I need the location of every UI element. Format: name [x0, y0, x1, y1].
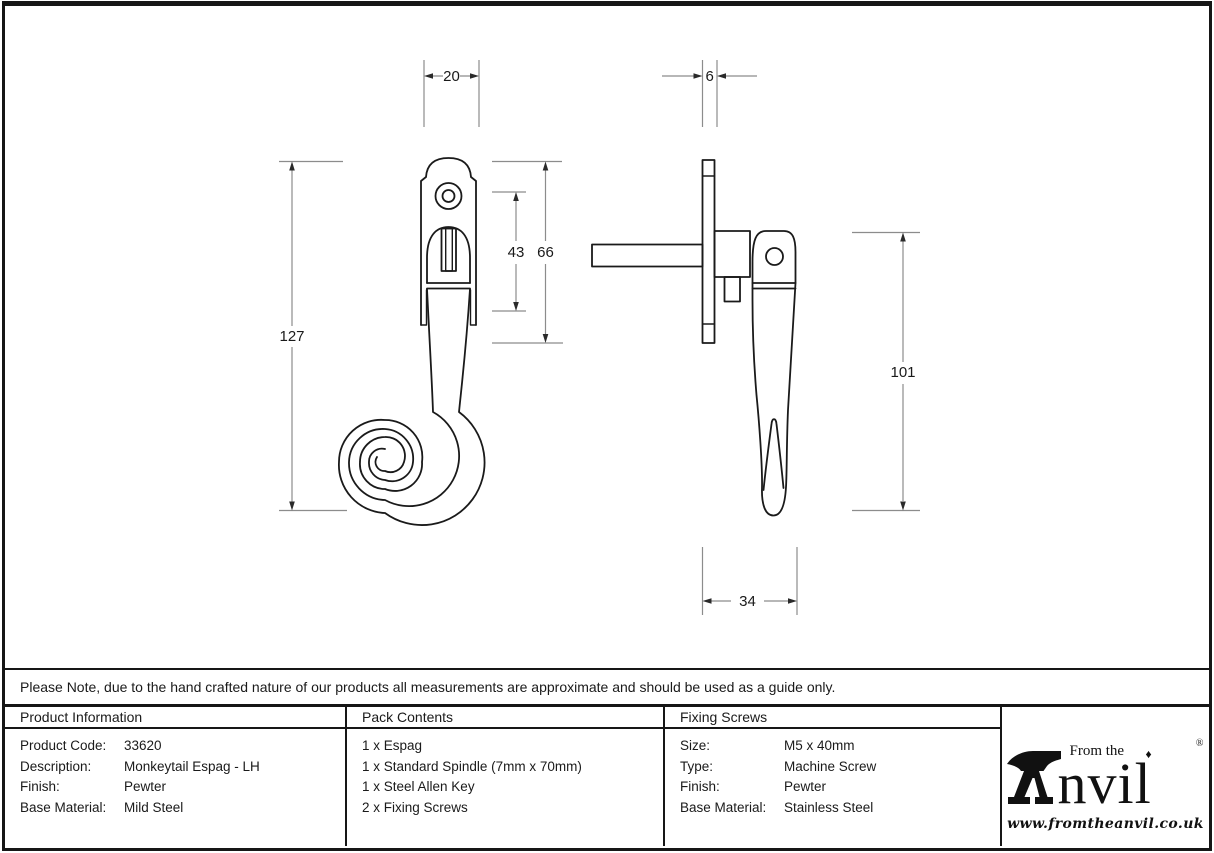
table-row: Finish: Pewter: [680, 777, 1000, 798]
table-row: Finish: Pewter: [20, 777, 345, 798]
row-value: Machine Screw: [784, 758, 877, 774]
dim-value-handle-height: 101: [890, 364, 915, 381]
row-label: Base Material:: [20, 799, 107, 815]
front-spindle-slot-outer: [440, 227, 457, 272]
row-label: Type:: [680, 758, 714, 774]
row-value: Pewter: [784, 779, 827, 794]
row-value: Stainless Steel: [784, 799, 874, 815]
monkeytail-outer-curl: [338, 288, 486, 527]
front-grip-band: [426, 282, 471, 290]
brand-tagline: From the: [1069, 743, 1125, 759]
dim-value-projection: 34: [739, 593, 756, 610]
dim-projection: 34: [701, 547, 798, 615]
dim-handle-height: 101: [852, 231, 920, 512]
brand-cell: nvil From the ♦ ® www.fromtheanvil.co.uk: [1000, 707, 1209, 846]
row-value: M5 x 40mm: [784, 738, 855, 753]
dim-value-overall-height: 127: [279, 328, 304, 345]
list-item: 1 x Standard Spindle (7mm x 70mm): [362, 758, 582, 774]
brand-wordmark: nvil: [1057, 751, 1152, 816]
monkeytail-inner-curl: [348, 288, 461, 507]
technical-drawing: 20 127 43 66: [279, 60, 920, 615]
table-row: Type: Machine Screw: [680, 757, 1000, 778]
side-plate-segments: [701, 175, 716, 325]
pack-contents-column: Pack Contents 1 x Espag 1 x Standard Spi…: [345, 707, 663, 846]
product-information-column: Product Information Product Code: 33620 …: [5, 707, 345, 846]
pack-contents-header: Pack Contents: [347, 707, 663, 729]
side-mech-block: [713, 230, 751, 278]
front-plate-bottom-caps: [420, 289, 477, 326]
dim-plate-height: 66: [492, 160, 563, 344]
info-table: Product Information Product Code: 33620 …: [5, 707, 1209, 846]
list-item: 1 x Steel Allen Key: [362, 779, 475, 794]
note-bar: Please Note, due to the hand crafted nat…: [5, 668, 1209, 707]
row-label: Base Material:: [680, 799, 767, 815]
diamond-icon: ♦: [1145, 747, 1152, 761]
dim-value-plate-thickness: 6: [706, 68, 714, 85]
row-label: Product Code:: [20, 738, 107, 753]
dim-plate-thickness: 6: [662, 60, 757, 127]
dim-value-screw-to-bottom: 43: [508, 244, 525, 261]
front-plate-outline: [420, 157, 477, 326]
side-handle-outline: [751, 230, 797, 517]
side-screw-hole: [765, 247, 784, 266]
row-value: Pewter: [124, 779, 167, 794]
row-value: Mild Steel: [124, 799, 184, 815]
fixing-screws-column: Fixing Screws Size: M5 x 40mm Type: Mach…: [663, 707, 1000, 846]
side-view: [591, 159, 797, 517]
row-label: Finish:: [20, 779, 60, 794]
row-value: 33620: [124, 738, 162, 753]
dim-overall-height: 127: [279, 160, 347, 512]
table-row: Product Code: 33620: [20, 736, 345, 757]
dim-screw-to-bottom: 43: [492, 191, 526, 312]
dim-value-plate-height: 66: [537, 244, 554, 261]
row-label: Finish:: [680, 779, 720, 794]
product-information-header: Product Information: [5, 707, 345, 729]
row-label: Size:: [680, 738, 711, 753]
dim-plate-width: 20: [423, 60, 480, 127]
side-spindle: [591, 243, 704, 268]
side-plate: [701, 159, 716, 344]
front-view: [338, 157, 486, 527]
from-the-anvil-logo: nvil From the ♦ ® www.fromtheanvil.co.uk: [1006, 738, 1206, 832]
row-label: Description:: [20, 758, 92, 774]
row-value: Monkeytail Espag - LH: [124, 758, 260, 774]
brand-url: www.fromtheanvil.co.uk: [1007, 816, 1204, 832]
front-spindle-slot-inner: [445, 227, 454, 272]
dim-value-plate-width: 20: [443, 68, 460, 85]
side-grip-band: [751, 282, 797, 290]
side-tail-tip: [762, 418, 785, 491]
front-screw-hole-outer: [434, 182, 463, 210]
front-grip-top: [426, 226, 471, 284]
fixing-screws-header: Fixing Screws: [665, 707, 1000, 729]
table-row: Base Material: Mild Steel: [20, 798, 345, 819]
front-screw-hole-inner: [441, 189, 456, 203]
table-row: Description: Monkeytail Espag - LH: [20, 757, 345, 778]
note-text: Please Note, due to the hand crafted nat…: [20, 679, 836, 695]
registered-trademark: ®: [1195, 738, 1204, 749]
table-row: Size: M5 x 40mm: [680, 736, 1000, 757]
dimensions: 20 127 43 66: [279, 60, 920, 615]
anvil-icon: [1006, 751, 1061, 804]
table-row: Base Material: Stainless Steel: [680, 798, 1000, 819]
side-mech-tab: [723, 276, 741, 303]
list-item: 1 x Espag: [362, 738, 423, 753]
list-item: 2 x Fixing Screws: [362, 799, 468, 815]
